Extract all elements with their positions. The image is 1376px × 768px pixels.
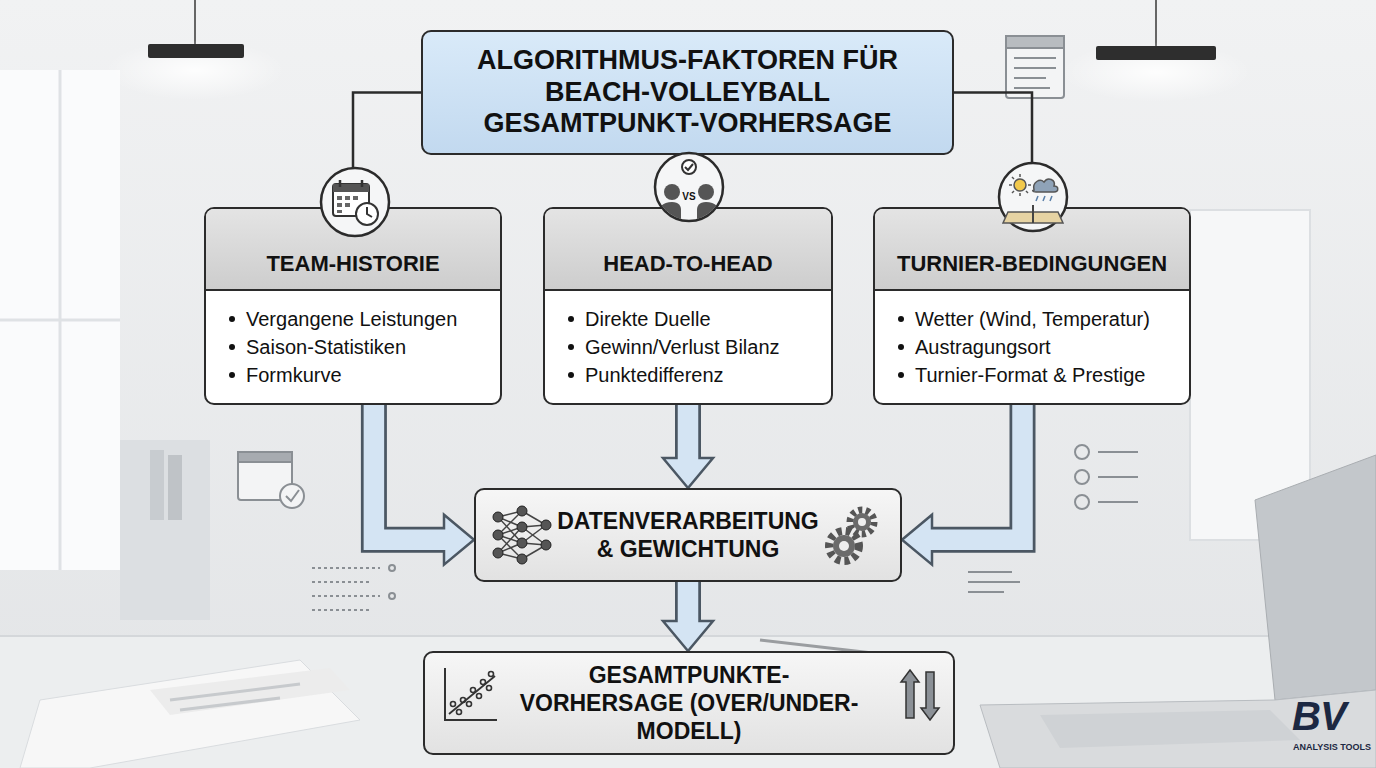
factor-card: VS HEAD-TO-HEADDirekte DuelleGewinn/Verl…	[543, 207, 833, 405]
title-text: ALGORITHMUS-FAKTOREN FÜR BEACH-VOLLEYBAL…	[460, 45, 915, 141]
bullet-item: Gewinn/Verlust Bilanz	[567, 333, 819, 361]
box-label: DATENVERARBEITUNG & GEWICHTUNG	[557, 507, 819, 563]
connector-line	[954, 93, 1032, 208]
arrow-outline	[374, 405, 444, 540]
gears-svg	[822, 502, 888, 568]
flow-arrow	[663, 405, 713, 488]
bullet-item: Turnier-Format & Prestige	[897, 361, 1177, 389]
card-body: Direkte DuelleGewinn/Verlust BilanzPunkt…	[545, 291, 831, 403]
neural-net-svg	[490, 503, 554, 567]
calendar-icon-svg	[318, 165, 392, 239]
over-under-icon	[899, 668, 941, 722]
connector-line	[954, 93, 1032, 208]
flow-arrow	[374, 405, 474, 565]
card-heading: HEAD-TO-HEAD	[553, 251, 823, 277]
logo-text: BV	[1292, 694, 1346, 739]
desk	[0, 636, 1376, 768]
title-box: ALGORITHMUS-FAKTOREN FÜR BEACH-VOLLEYBAL…	[421, 30, 954, 155]
card-heading: TURNIER-BEDINGUNGEN	[883, 251, 1181, 277]
bullet-item: Punktedifferenz	[567, 361, 819, 389]
arrow-body	[678, 582, 699, 626]
factor-card: TEAM-HISTORIE Vergangene LeistungenSaison…	[204, 207, 502, 405]
calendar-icon	[318, 165, 392, 239]
neural-net-icon	[490, 503, 554, 567]
card-body: Wetter (Wind, Temperatur)AustragungsortT…	[875, 291, 1189, 403]
bullet-item: Saison-Statistiken	[228, 333, 488, 361]
versus-label: VS	[681, 191, 697, 202]
bullet-item: Vergangene Leistungen	[228, 305, 488, 333]
versus-icon-svg	[652, 150, 726, 224]
flow-arrow	[663, 582, 713, 651]
versus-icon: VS	[652, 150, 726, 224]
bullet-item: Direkte Duelle	[567, 305, 819, 333]
bullet-item: Austragungsort	[897, 333, 1177, 361]
scatter-plot-icon	[439, 664, 501, 726]
weather-icon	[996, 160, 1070, 234]
over-under-svg	[899, 668, 941, 722]
arrow-body	[678, 405, 699, 463]
laptop	[980, 455, 1376, 768]
card-heading: TEAM-HISTORIE	[214, 251, 492, 277]
arrow-outline	[932, 405, 1023, 540]
text-stack: GESAMTPUNKTE-VORHERSAGE (OVER/UNDER-MODE…	[509, 661, 869, 745]
logo-subtitle: ANALYSIS TOOLS	[1293, 742, 1371, 752]
box-label: GESAMTPUNKTE-VORHERSAGE (OVER/UNDER-MODE…	[509, 661, 869, 745]
factor-card: TURNIER-BEDINGUNGEN Wetter (Wind, Tempera…	[873, 207, 1191, 405]
gears-icon	[822, 502, 888, 568]
text-stack: DATENVERARBEITUNG & GEWICHTUNG	[557, 507, 819, 563]
flow-arrow	[902, 405, 1023, 565]
process-box: DATENVERARBEITUNG & GEWICHTUNG	[474, 488, 902, 582]
card-body: Vergangene LeistungenSaison-StatistikenF…	[206, 291, 500, 403]
output-box: GESAMTPUNKTE-VORHERSAGE (OVER/UNDER-MODE…	[423, 651, 955, 755]
weather-icon-svg	[996, 160, 1070, 234]
bullet-item: Wetter (Wind, Temperatur)	[897, 305, 1177, 333]
text-stack: ALGORITHMUS-FAKTOREN FÜR BEACH-VOLLEYBAL…	[460, 45, 915, 141]
arrow-body	[927, 405, 1023, 540]
bullet-item: Formkurve	[228, 361, 488, 389]
scatter-plot-svg	[439, 664, 501, 726]
arrow-body	[374, 405, 449, 540]
